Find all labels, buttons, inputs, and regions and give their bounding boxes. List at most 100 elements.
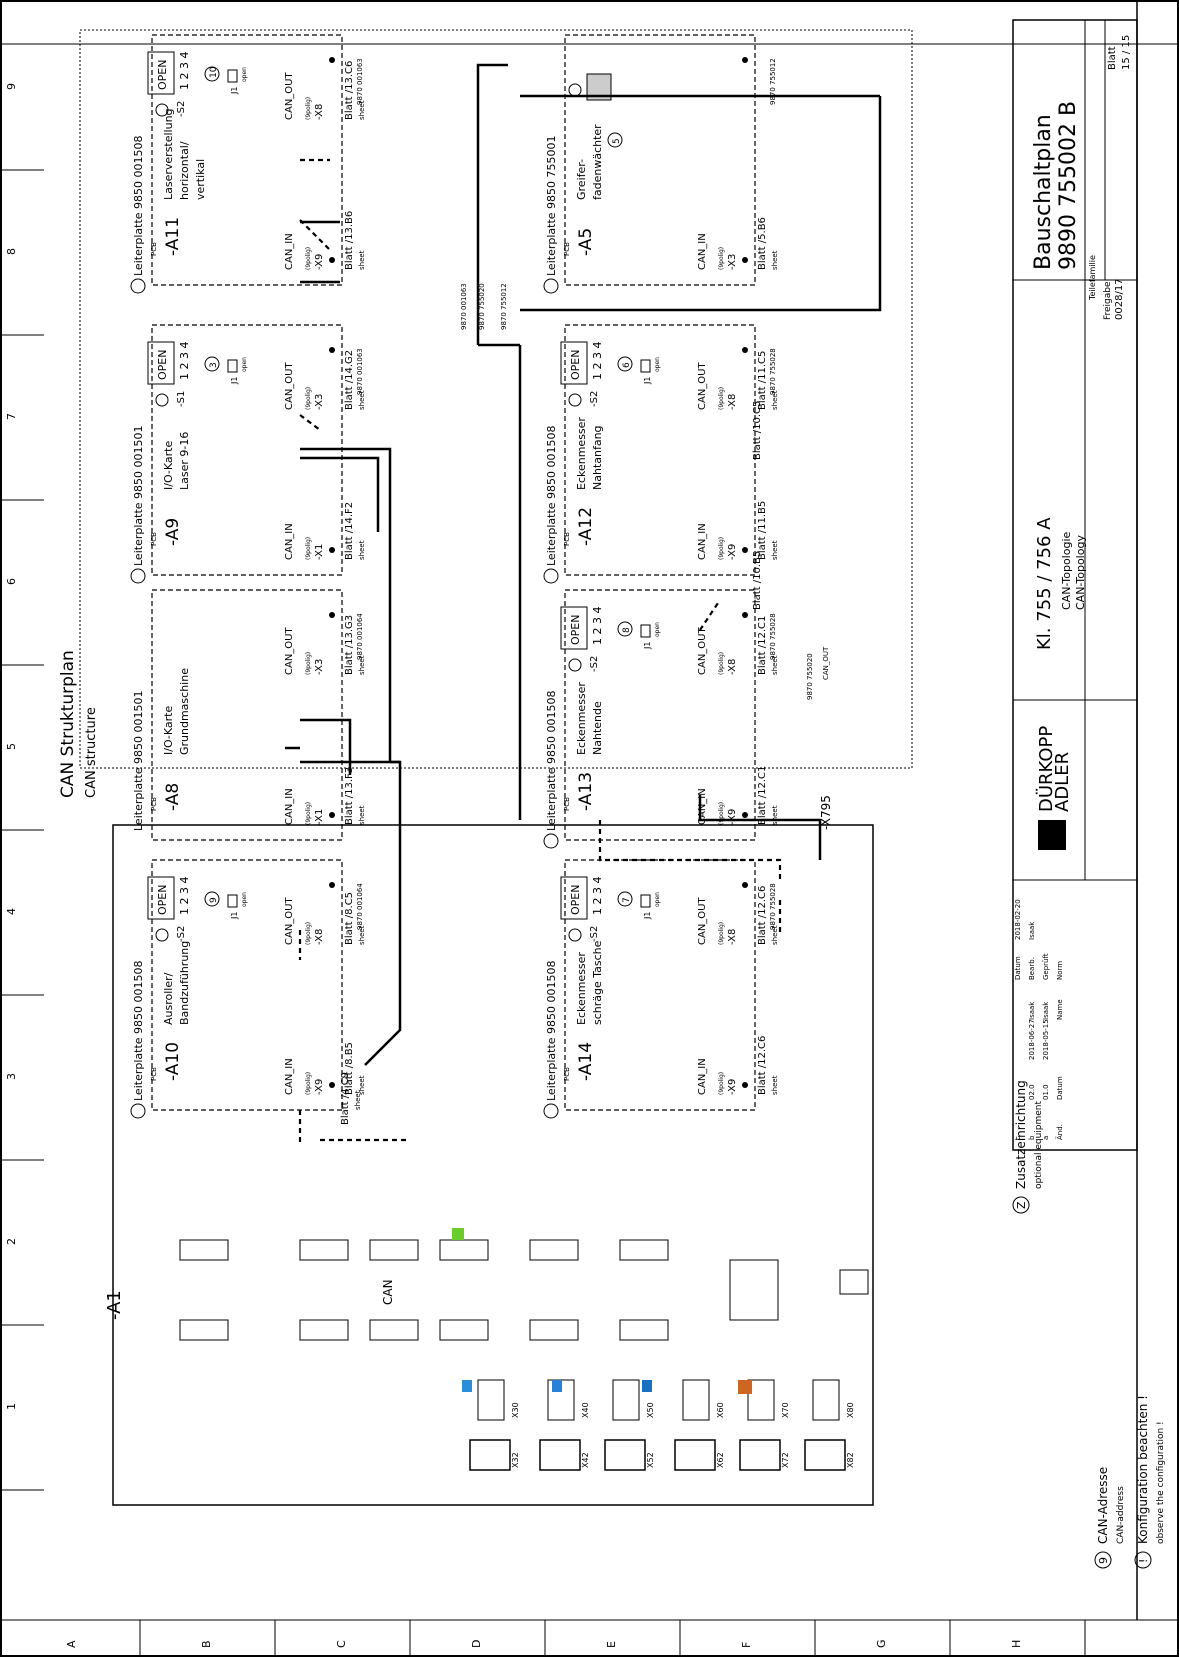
switch-id: -S1 xyxy=(176,391,187,407)
title-topic-en: CAN-Topology xyxy=(1074,535,1087,610)
connector-label: X82 xyxy=(846,1452,855,1468)
grid-number: 1 xyxy=(5,1403,18,1410)
pcb-en: PCB xyxy=(150,532,158,546)
wire-annotation: 9870 001063 xyxy=(460,283,468,330)
pcb-label: Leiterplatte 9850 001508 xyxy=(545,960,558,1101)
board-name-2: Laser 9-16 xyxy=(178,432,191,490)
datum-cell: 2018-02-20 xyxy=(1014,899,1022,940)
in-ref: Blatt /12.C1 xyxy=(757,766,768,825)
x11-block-icon xyxy=(839,1269,869,1295)
pcb-label: Leiterplatte 9850 001508 xyxy=(132,135,145,276)
board-outline xyxy=(151,589,343,841)
grid-number: 5 xyxy=(5,743,18,750)
can-in-label: CAN_IN xyxy=(697,233,708,270)
connector-dot xyxy=(329,812,335,818)
can-address: 7 xyxy=(622,897,632,903)
connector-label: X42 xyxy=(581,1452,590,1468)
cable-label: 9870 755028 xyxy=(769,348,777,395)
connector-dot xyxy=(329,547,335,553)
datum-cell: Bearb. xyxy=(1028,957,1036,980)
can-in-label: CAN_IN xyxy=(284,523,295,560)
can-address-icon xyxy=(204,891,220,907)
jumper-icon xyxy=(227,69,238,83)
dip-digits: 1 2 3 4 xyxy=(591,607,604,645)
connector-dot xyxy=(329,612,335,618)
datum-cell: Norm xyxy=(1056,961,1064,980)
can-in-label: CAN_IN xyxy=(697,523,708,560)
block-connector-icon xyxy=(682,1379,710,1421)
pcb-en: PCB xyxy=(563,242,571,256)
poles-label: (9polig) xyxy=(718,922,725,945)
wire-annotation: 9870 755020 xyxy=(806,653,814,700)
dsub-connector-icon xyxy=(619,1239,669,1261)
company-logo: Ø DÜRKOPP ADLER xyxy=(1035,726,1073,850)
grid-number: 8 xyxy=(5,248,18,255)
pcb-en: PCB xyxy=(563,797,571,811)
can-address-icon xyxy=(617,356,633,372)
dsub-connector-icon xyxy=(299,1239,349,1261)
grid-number: 4 xyxy=(5,908,18,915)
poles-label: (9polig) xyxy=(305,97,312,120)
sheet-label: sheet xyxy=(771,655,779,675)
block-connector-icon xyxy=(747,1379,775,1421)
can-out-label: CAN_OUT xyxy=(697,362,708,410)
can-address: 3 xyxy=(209,362,219,368)
db-connector-icon xyxy=(469,1439,511,1471)
in-ref: Blatt /13.F3 xyxy=(344,767,355,825)
j1-open: open xyxy=(241,67,248,82)
connector-dot xyxy=(742,812,748,818)
dip-switch-icon xyxy=(147,876,175,920)
connector-label: X60 xyxy=(716,1402,725,1418)
sheet-label: sheet xyxy=(358,1075,366,1095)
out-connector: -X8 xyxy=(314,104,325,120)
block-connector-icon xyxy=(612,1379,640,1421)
pcb-en: PCB xyxy=(150,1067,158,1081)
in-connector: -X1 xyxy=(314,809,325,825)
out-ref: Blatt /12.C6 xyxy=(757,886,768,945)
freigabe-label: Freigabe xyxy=(1103,281,1113,320)
optional-marker-icon xyxy=(130,568,146,584)
connector-label: X40 xyxy=(581,1402,590,1418)
dip-digits: 1 2 3 4 xyxy=(591,342,604,380)
sheet-label: sheet xyxy=(771,805,779,825)
db-connector-icon xyxy=(739,1439,781,1471)
j1-label: J1 xyxy=(643,642,652,650)
connector-dot xyxy=(742,547,748,553)
rev-cell: 01.0 xyxy=(1042,1084,1050,1100)
grid-number: 9 xyxy=(5,83,18,90)
can-address: 10 xyxy=(209,66,219,78)
dsub-connector-icon xyxy=(529,1239,579,1261)
out-connector: -X8 xyxy=(727,659,738,675)
company-name-1: DÜRKOPP xyxy=(1035,726,1057,812)
cable-label: 9870 755028 xyxy=(769,613,777,660)
out-connector: -X8 xyxy=(727,929,738,945)
sheet-label: sheet xyxy=(358,925,366,945)
title-main: Bauschaltplan xyxy=(1031,114,1056,270)
sheet-label: sheet xyxy=(771,925,779,945)
legend-optional-label: Zusatzeinrichtung xyxy=(1014,1080,1028,1189)
connector-label: X62 xyxy=(716,1452,725,1468)
poles-label: (9polig) xyxy=(718,802,725,825)
j1-label: J1 xyxy=(230,912,239,920)
switch-id: -S2 xyxy=(589,926,600,942)
sheet-label: sheet xyxy=(358,540,366,560)
legend: Z Zusatzeinrichtung optional equipment 9… xyxy=(1012,1080,1166,1569)
pcb-label: Leiterplatte 9850 001508 xyxy=(545,690,558,831)
can-connector-label: CAN xyxy=(381,1279,395,1305)
grid-number: 6 xyxy=(5,578,18,585)
diagram-title: CAN Strukturplan xyxy=(58,650,78,798)
config-warning-icon xyxy=(568,658,582,672)
can-address: 9 xyxy=(209,897,219,903)
in-ref: Blatt /14.F2 xyxy=(344,502,355,560)
board-name-2: fadenwächter xyxy=(591,124,604,200)
sheet-value: 15 / 15 xyxy=(1121,35,1132,70)
wire-annotation: sheet xyxy=(354,1090,362,1110)
rev-cell: b xyxy=(1028,1135,1036,1140)
legend-optional-sub: optional equipment xyxy=(1034,1100,1044,1189)
